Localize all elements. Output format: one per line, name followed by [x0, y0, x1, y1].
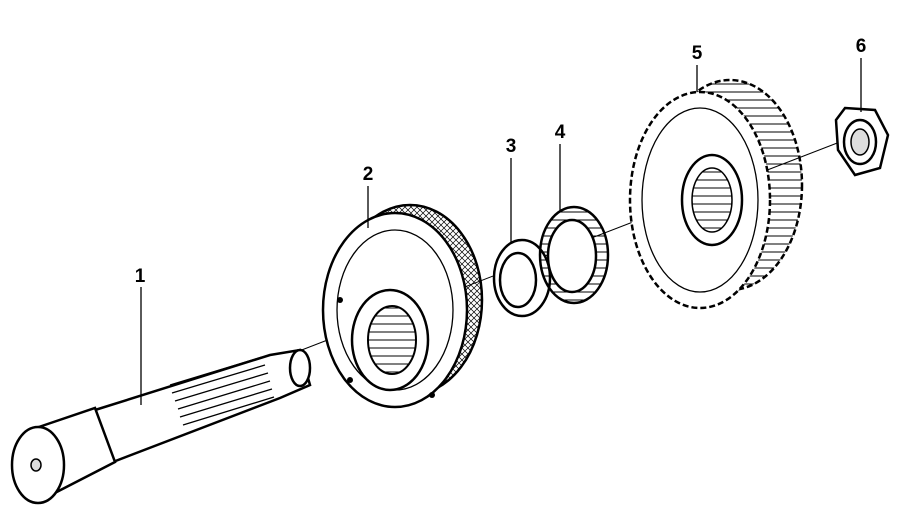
- callout-label: 6: [856, 36, 867, 57]
- callout-label: 4: [555, 122, 566, 143]
- callout-1: 1: [135, 266, 146, 405]
- callout-6: 6: [856, 36, 867, 112]
- part-4-synchro-ring: [538, 205, 610, 305]
- callout-3: 3: [506, 136, 517, 242]
- callout-5: 5: [692, 43, 703, 92]
- part-3-ring: [492, 238, 552, 318]
- callout-4: 4: [555, 122, 566, 212]
- callout-label: 1: [135, 266, 146, 287]
- part-5-gear: [628, 78, 804, 310]
- callout-2: 2: [363, 164, 374, 228]
- shaft-splines: [169, 356, 275, 426]
- callout-label: 3: [506, 136, 517, 157]
- callout-label: 2: [363, 164, 374, 185]
- part-1-shaft: [10, 348, 312, 505]
- part-2-synchronizer-hub: [321, 203, 484, 409]
- callout-label: 5: [692, 43, 703, 64]
- part-6-nut: [834, 106, 890, 177]
